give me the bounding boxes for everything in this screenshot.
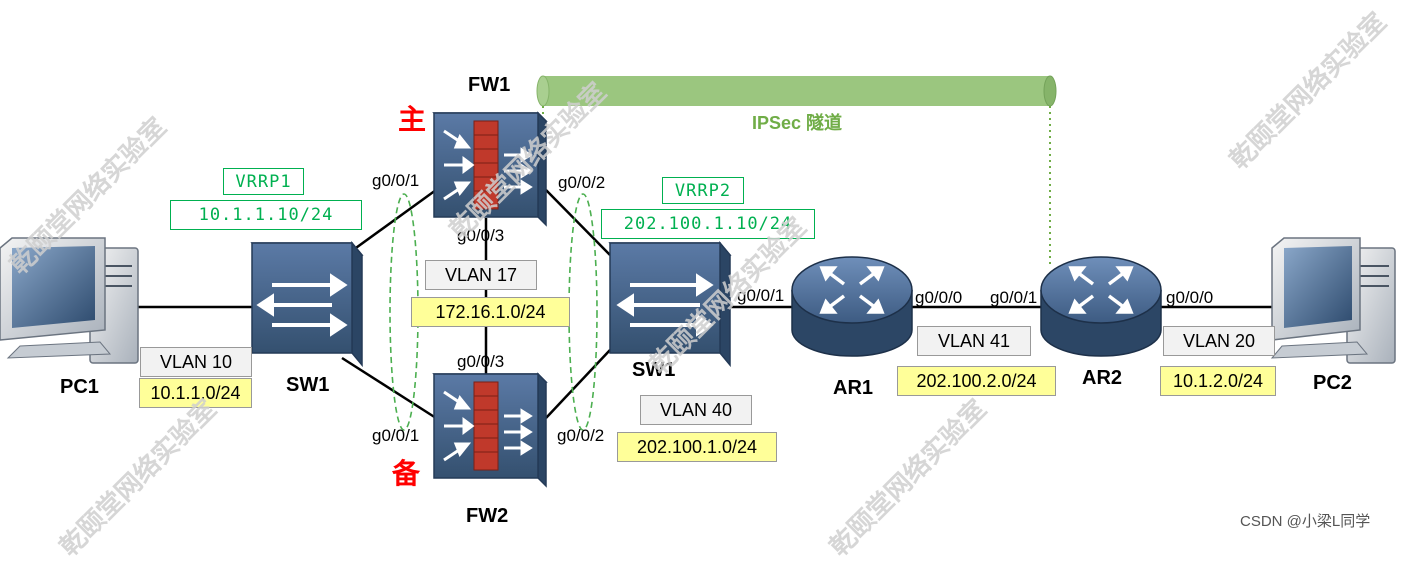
ipsec-tunnel: [536, 75, 1057, 265]
pc2-icon[interactable]: [1270, 237, 1396, 364]
vrrp1-ip-box: 10.1.1.10/24: [170, 200, 362, 230]
sw1-right-label: SW1: [632, 359, 676, 381]
vrrp2-name-box: VRRP2: [662, 177, 744, 204]
link-sw1-fw1: [341, 188, 437, 260]
csdn-credit: CSDN @小梁L同学: [1240, 513, 1371, 530]
ar1-router-icon[interactable]: [791, 256, 913, 357]
pc1-icon[interactable]: [0, 237, 139, 364]
link-fw2-sw1r: [545, 349, 611, 419]
ar2-router-icon[interactable]: [1040, 256, 1162, 357]
ar2-port-g000: g0/0/0: [1166, 288, 1214, 307]
fw2-port-g001: g0/0/1: [372, 426, 420, 445]
pc1-label: PC1: [60, 376, 99, 398]
sw1-left-label: SW1: [286, 374, 330, 396]
fw2-port-g002: g0/0/2: [557, 426, 605, 445]
fw2-label: FW2: [466, 505, 509, 527]
vlan17-box: VLAN 17: [425, 260, 537, 290]
vlan40-box: VLAN 40: [640, 395, 752, 425]
subnet41-box: 202.100.2.0/24: [897, 366, 1056, 396]
fw1-label: FW1: [468, 74, 511, 96]
sw1-left-switch-icon[interactable]: [250, 240, 364, 368]
subnet20-box: 10.1.2.0/24: [1160, 366, 1276, 396]
ipsec-tunnel-label: IPSec 隧道: [752, 113, 843, 133]
subnet40-box: 202.100.1.0/24: [617, 432, 777, 462]
fw2-firewall-icon[interactable]: [432, 372, 548, 488]
vrrp2-group-ellipse: [568, 193, 598, 431]
master-role-label: 主: [398, 103, 427, 136]
backup-role-label: 备: [392, 457, 421, 490]
fw2-port-g003: g0/0/3: [457, 352, 505, 371]
ar1-port-g000: g0/0/0: [915, 288, 963, 307]
fw1-firewall-icon[interactable]: [432, 111, 548, 227]
vrrp1-name-box: VRRP1: [223, 168, 304, 195]
fw1-port-g001: g0/0/1: [372, 171, 420, 190]
sw1-right-port-g001: g0/0/1: [737, 286, 785, 305]
vlan20-box: VLAN 20: [1163, 326, 1275, 356]
fw1-port-g003: g0/0/3: [457, 226, 505, 245]
sw1-right-switch-icon[interactable]: [608, 240, 732, 368]
subnet17-box: 172.16.1.0/24: [411, 297, 570, 327]
ar1-label: AR1: [833, 377, 874, 399]
link-fw1-sw1r: [545, 189, 611, 256]
fw1-port-g002: g0/0/2: [558, 173, 606, 192]
vlan41-box: VLAN 41: [917, 326, 1031, 356]
subnet10-box: 10.1.1.0/24: [139, 378, 252, 408]
vlan10-box: VLAN 10: [140, 347, 252, 377]
vrrp2-ip-box: 202.100.1.10/24: [601, 209, 815, 239]
ar2-label: AR2: [1082, 367, 1123, 389]
pc2-label: PC2: [1313, 372, 1352, 394]
ar2-port-g001: g0/0/1: [990, 288, 1038, 307]
link-sw1-fw2: [341, 356, 437, 420]
